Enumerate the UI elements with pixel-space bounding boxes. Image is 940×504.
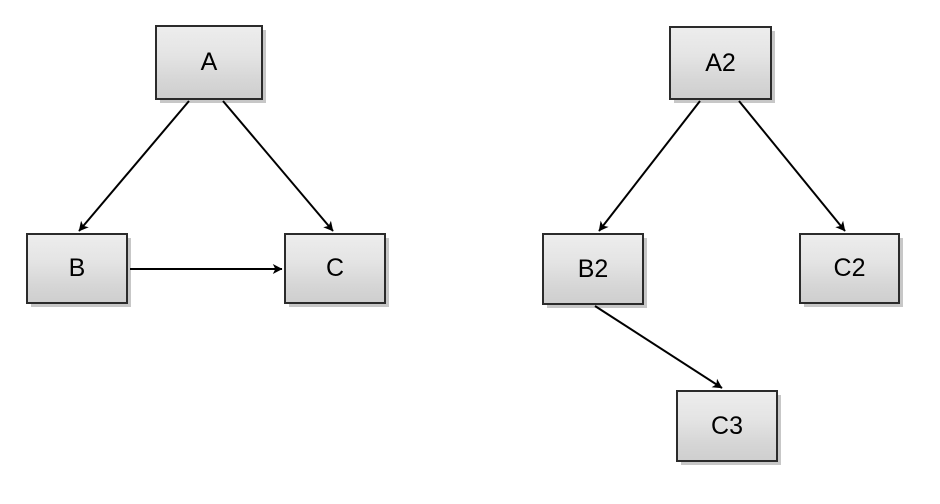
edge-a2-to-b2[interactable] (598, 100, 701, 232)
node-label-b: B (68, 254, 86, 282)
node-c3[interactable]: C3 (676, 390, 778, 462)
node-a[interactable]: A (155, 25, 263, 100)
edge-b2-to-c3[interactable] (594, 305, 723, 389)
node-label-a: A (200, 48, 218, 76)
edge-a2-to-c2[interactable] (738, 100, 846, 232)
node-label-c3: C3 (711, 411, 743, 440)
node-a2[interactable]: A2 (669, 26, 772, 100)
edge-a-to-b[interactable] (78, 100, 190, 232)
node-label-b2: B2 (577, 254, 609, 283)
node-label-c: C (325, 254, 345, 282)
node-c[interactable]: C (284, 233, 386, 304)
node-c2[interactable]: C2 (799, 233, 900, 304)
node-label-a2: A2 (705, 48, 736, 77)
node-label-c2: C2 (833, 254, 866, 282)
node-b2[interactable]: B2 (542, 233, 644, 305)
edge-a-to-c[interactable] (222, 100, 334, 232)
node-b[interactable]: B (26, 233, 128, 304)
